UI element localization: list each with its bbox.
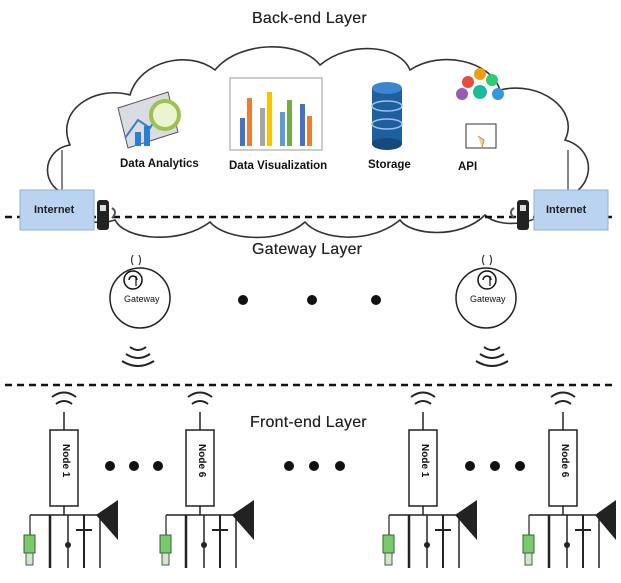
internet-box-left <box>19 189 95 231</box>
gateway-label-left: Gateway <box>124 294 160 304</box>
node-ellipsis-dots-right <box>465 461 525 471</box>
gateway-antenna-icon-left <box>130 254 142 266</box>
sensor-probes-icon-node-1-right <box>382 500 477 568</box>
gateway-label-right: Gateway <box>470 294 506 304</box>
gateway-node-left <box>109 267 171 329</box>
backend-layer-title: Back-end Layer <box>252 10 367 27</box>
data-analytics-icon <box>117 91 181 149</box>
node-ellipsis-dots-middle <box>284 461 345 471</box>
node-label-1-right: Node 1 <box>419 444 430 478</box>
gateway-antenna-icon-right <box>481 254 493 266</box>
gateway-signal-icon-right <box>475 346 509 367</box>
gateway-ellipsis-dots <box>238 295 381 305</box>
bar-chart-icon <box>229 77 323 151</box>
gateway-layer-title: Gateway Layer <box>252 241 363 258</box>
node-label-6-right: Node 6 <box>559 444 570 478</box>
node-label-1-left: Node 1 <box>60 444 71 478</box>
sensor-node-6-right <box>529 391 599 516</box>
service-label-api: API <box>458 161 478 173</box>
internet-box-right <box>533 189 609 231</box>
service-label-data-visualization: Data Visualization <box>229 160 328 172</box>
node-ellipsis-dots-left <box>105 461 163 471</box>
internet-label-left: Internet <box>34 204 75 216</box>
sensor-probes-icon-node-6-right <box>522 500 616 568</box>
sensor-probes-icon-node-1-left <box>23 500 118 568</box>
router-plug-icon-right <box>510 200 529 230</box>
sensor-node-1-right <box>389 391 459 516</box>
database-icon <box>371 82 403 150</box>
api-brain-icon <box>456 68 504 149</box>
node-label-6-left: Node 6 <box>196 444 207 478</box>
gateway-node-right <box>455 267 517 329</box>
internet-label-right: Internet <box>546 204 587 216</box>
frontend-layer-title: Front-end Layer <box>250 414 367 431</box>
service-label-data-analytics: Data Analytics <box>120 158 199 170</box>
service-label-storage: Storage <box>368 159 411 171</box>
gateway-signal-icon-left <box>121 346 155 367</box>
sensor-node-1-left <box>30 391 100 516</box>
router-plug-icon-left <box>97 200 116 230</box>
sensor-probes-icon-node-6-left <box>159 500 254 568</box>
sensor-node-6-left <box>166 391 236 516</box>
